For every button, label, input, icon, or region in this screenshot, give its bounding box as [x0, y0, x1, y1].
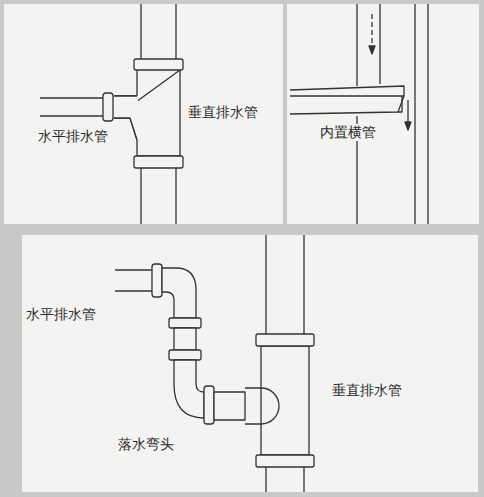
pipe-segment [214, 392, 245, 420]
pipe-wall [427, 4, 428, 224]
wye-fill [114, 96, 138, 140]
tee-outlet [245, 388, 261, 424]
pipe-flange [204, 386, 214, 424]
pipe-wall [175, 4, 176, 60]
part-label: 垂直排水管 [330, 382, 404, 399]
pipe-wall [140, 168, 141, 224]
tee-body [261, 346, 309, 455]
pipe-wall [40, 97, 104, 98]
pipe-hub [256, 334, 314, 346]
panel [287, 4, 479, 224]
gutter-outlet [398, 96, 402, 112]
wye-branch [114, 96, 137, 140]
wall-line [379, 4, 380, 84]
pipe-wall [303, 235, 304, 334]
wye-fitting [114, 70, 180, 156]
flow-arrow [407, 100, 408, 124]
panel [22, 235, 478, 492]
pipe-wall [115, 290, 153, 291]
part-label: 水平排水管 [24, 306, 98, 323]
pipe-wall [175, 168, 176, 224]
gutter [290, 86, 404, 114]
pipe-hub [256, 455, 314, 467]
panel [4, 4, 283, 224]
gutter-edge [290, 95, 404, 96]
coupling [169, 350, 201, 360]
pipe-flange [152, 264, 162, 297]
pipe-hub [103, 93, 113, 121]
flow-arrow [371, 14, 372, 48]
pipe-hub [134, 59, 183, 70]
part-label: 水平排水管 [36, 128, 110, 145]
tee-outlet [261, 388, 279, 424]
pipe-wall [40, 115, 104, 116]
pipe-wall [303, 467, 304, 492]
drop-elbow [174, 360, 204, 418]
pipe-wall [140, 4, 141, 60]
part-label: 内置横管 [318, 124, 378, 141]
pipe-wall [265, 235, 266, 334]
pipe-hub [134, 156, 183, 168]
elbow [162, 268, 196, 318]
pipe-wall [414, 4, 415, 224]
arrow-head [405, 122, 411, 130]
wall-line [356, 4, 357, 86]
arrow-head [369, 46, 375, 54]
part-label: 垂直排水管 [186, 104, 260, 121]
pipe-wall [265, 467, 266, 492]
part-label: 落水弯头 [116, 436, 176, 453]
pipe-wall [115, 269, 153, 270]
pipe-segment [174, 328, 196, 350]
coupling [169, 318, 201, 328]
